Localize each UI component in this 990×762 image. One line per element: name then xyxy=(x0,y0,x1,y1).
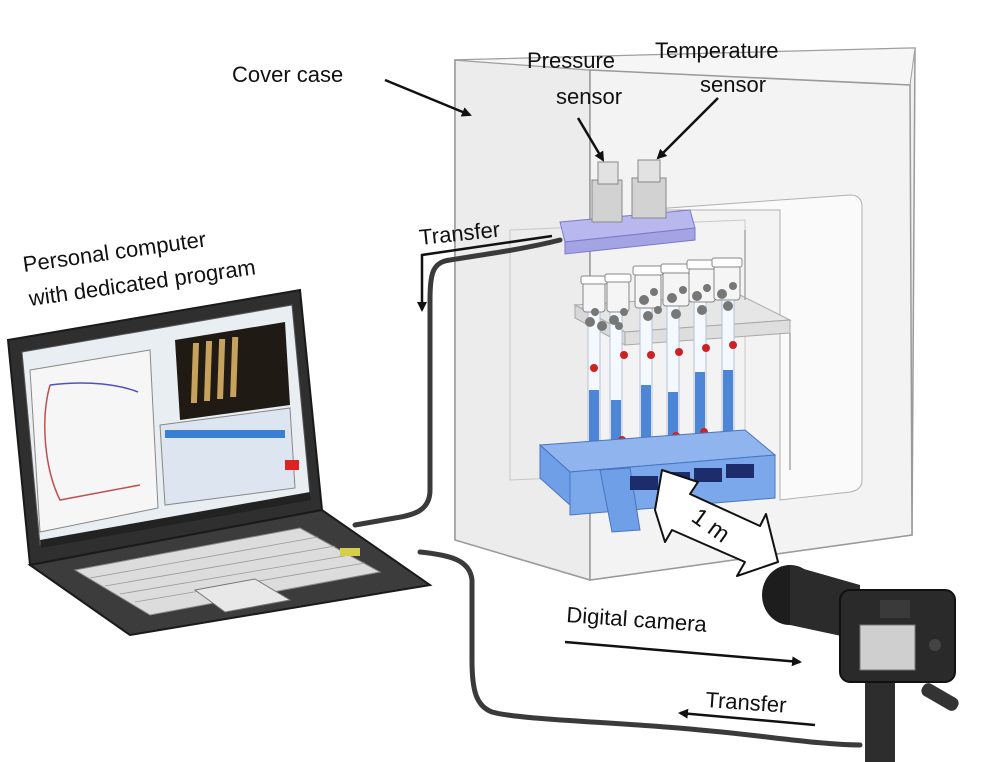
laptop xyxy=(6,288,433,637)
pressure-sensor-body xyxy=(591,161,623,223)
digital-camera-label: Digital camera xyxy=(566,602,709,637)
temperature-sensor-body xyxy=(631,159,667,219)
temperature-sensor-label-line2: sensor xyxy=(700,72,766,97)
cover-case-label: Cover case xyxy=(232,62,343,87)
temperature-sensor-arrow xyxy=(656,97,719,160)
annotation-arrows xyxy=(384,78,816,727)
transfer-bottom-arrow xyxy=(678,708,816,727)
vial-set xyxy=(580,257,743,331)
temperature-sensor-label-line1: Temperature xyxy=(655,38,779,63)
digital-camera-arrow xyxy=(564,640,802,667)
digital-camera xyxy=(762,565,959,762)
cover-case-arrow xyxy=(384,78,472,117)
pressure-sensor-arrow xyxy=(576,117,605,162)
pressure-sensor-label-line2: sensor xyxy=(556,84,622,109)
tube-set xyxy=(587,299,737,461)
distance-arrow xyxy=(654,469,779,577)
pressure-sensor-label-line1: Pressure xyxy=(527,48,615,73)
transfer-top-arrow xyxy=(417,234,553,312)
cables xyxy=(352,237,863,748)
transfer-bottom-label: Transfer xyxy=(705,687,788,718)
